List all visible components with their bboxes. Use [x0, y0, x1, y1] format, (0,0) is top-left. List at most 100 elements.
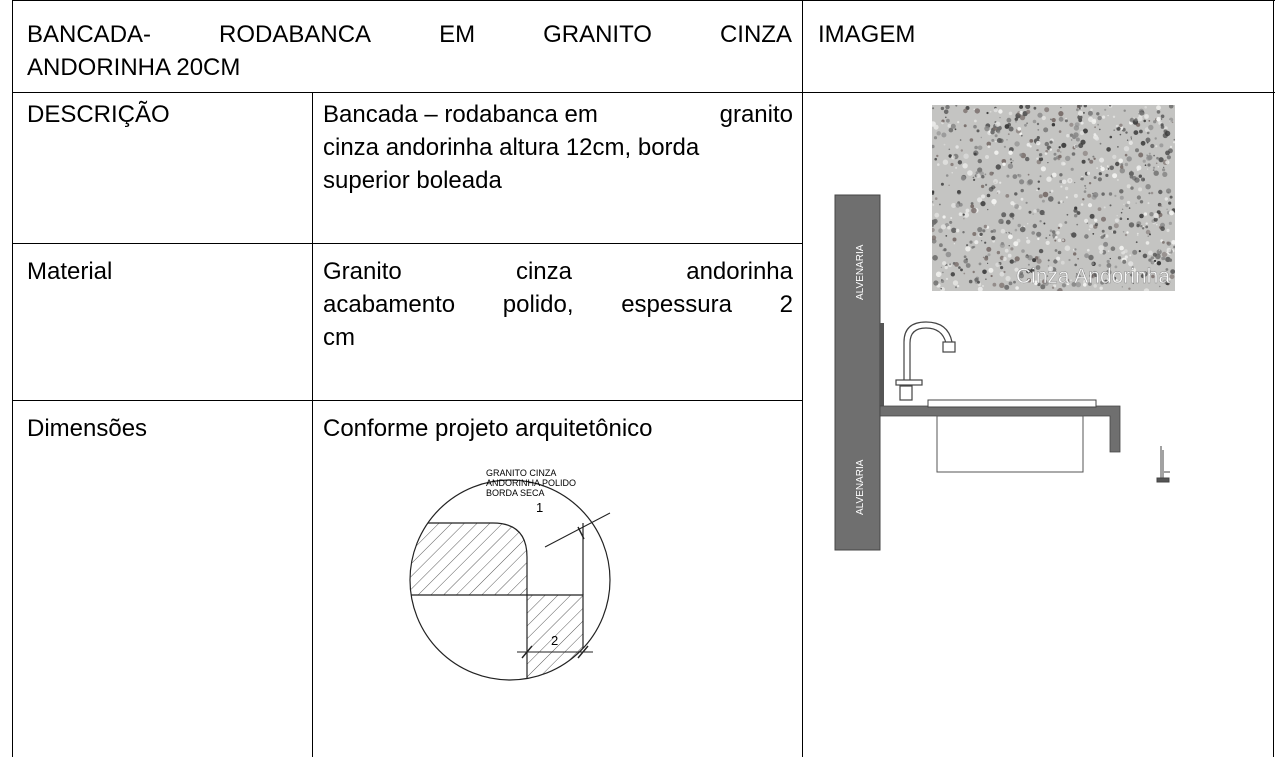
granite-speckle — [1140, 140, 1146, 146]
granite-speckle — [998, 109, 1003, 114]
granite-speckle — [1169, 195, 1173, 199]
granite-speckle — [1106, 165, 1109, 168]
edge-detail-drawing: 1 2 GRANITO CINZA ANDORINHA POLIDO BORDA… — [409, 468, 611, 681]
granite-speckle — [955, 286, 957, 289]
granite-speckle — [1061, 283, 1067, 288]
granite-speckle — [992, 239, 995, 243]
granite-speckle — [960, 175, 966, 181]
granite-speckle — [1153, 212, 1159, 219]
granite-speckle — [1165, 160, 1170, 165]
title-word: CINZA — [719, 21, 792, 48]
granite-speckle — [1121, 286, 1123, 288]
granite-speckle — [1162, 168, 1166, 172]
granite-speckle — [1033, 280, 1039, 286]
granite-speckle — [1012, 174, 1018, 179]
granite-speckle — [1071, 152, 1076, 156]
granite-speckle — [1019, 179, 1025, 185]
granite-speckle — [949, 263, 952, 266]
granite-speckle — [1119, 123, 1123, 127]
granite-speckle — [1049, 234, 1051, 236]
granite-speckle — [1060, 185, 1063, 188]
granite-speckle — [971, 246, 974, 249]
granite-speckle — [1130, 273, 1134, 277]
granite-speckle — [982, 269, 987, 275]
granite-speckle — [1092, 192, 1094, 195]
detail-note-line-2: ANDORINHA POLIDO — [486, 478, 576, 488]
granite-speckle — [1163, 257, 1166, 260]
granite-speckle — [1153, 217, 1158, 222]
granite-speckle — [1014, 260, 1017, 263]
granite-speckle — [1136, 223, 1140, 228]
granite-speckle — [1036, 149, 1038, 151]
granite-speckle — [1115, 161, 1120, 167]
granite-speckle — [1125, 131, 1128, 134]
granite-speckle — [1159, 204, 1162, 207]
granite-speckle — [1051, 123, 1056, 127]
granite-speckle — [1005, 219, 1011, 225]
granite-speckle — [989, 110, 992, 113]
granite-speckle — [934, 197, 938, 200]
granite-speckle — [957, 160, 963, 165]
granite-speckle — [1140, 225, 1143, 228]
granite-speckle — [1119, 168, 1125, 174]
granite-speckle — [1166, 155, 1171, 160]
row-label-dimensoes: Dimensões — [27, 415, 148, 442]
granite-speckle — [984, 173, 987, 176]
granite-speckle — [1169, 120, 1171, 122]
granite-speckle — [987, 253, 991, 257]
granite-speckle — [1156, 105, 1161, 111]
granite-speckle — [1008, 231, 1010, 234]
granite-speckle — [1149, 212, 1154, 217]
granite-speckle — [1094, 218, 1098, 222]
granite-speckle — [1084, 218, 1089, 223]
granite-speckle — [990, 274, 993, 278]
granite-speckle — [1148, 152, 1151, 155]
granite-speckle — [973, 178, 976, 181]
granite-speckle — [1027, 223, 1029, 225]
granite-speckle — [1003, 145, 1006, 148]
granite-speckle — [1127, 200, 1131, 205]
granite-speckle — [984, 126, 990, 132]
granite-speckle — [1162, 279, 1168, 284]
granite-speckle — [1081, 159, 1086, 164]
granite-speckle — [963, 212, 970, 218]
granite-speckle — [1090, 273, 1095, 279]
granite-speckle — [1144, 114, 1149, 119]
granite-speckle — [1047, 259, 1050, 262]
granite-speckle — [1049, 191, 1051, 193]
granite-speckle — [1097, 123, 1099, 126]
granite-speckle — [1026, 239, 1031, 244]
granite-speckle — [1087, 193, 1092, 198]
granite-speckle — [934, 212, 940, 218]
granite-speckle — [1037, 256, 1040, 258]
granite-speckle — [1076, 108, 1079, 112]
granite-speckle — [969, 138, 974, 142]
granite-speckle — [1121, 208, 1124, 210]
granite-speckle — [932, 107, 935, 110]
granite-speckle — [958, 202, 963, 207]
granite-speckle — [1156, 224, 1158, 226]
granite-speckle — [1119, 133, 1122, 136]
granite-speckle — [993, 108, 998, 113]
granite-speckle — [1166, 208, 1168, 211]
granite-speckle — [1141, 227, 1145, 230]
granite-speckle — [1119, 245, 1124, 251]
granite-speckle — [1139, 200, 1144, 204]
granite-speckle — [1100, 235, 1105, 239]
granite-speckle — [1112, 173, 1118, 179]
granite-speckle — [933, 280, 939, 286]
granite-speckle — [1173, 141, 1175, 144]
detail-note-line-1: GRANITO CINZA — [486, 468, 556, 478]
granite-speckle — [1106, 269, 1112, 275]
granite-speckle — [1038, 157, 1044, 162]
granite-speckle — [1156, 210, 1161, 215]
granite-speckle — [1119, 217, 1123, 220]
granite-speckle — [940, 106, 945, 111]
granite-speckle — [1059, 200, 1063, 204]
swatch-background — [932, 105, 1175, 291]
granite-speckle — [1025, 254, 1030, 259]
granite-speckle — [945, 116, 947, 119]
granite-speckle — [1103, 241, 1109, 247]
granite-speckle — [932, 235, 937, 241]
granite-speckle — [999, 271, 1005, 277]
